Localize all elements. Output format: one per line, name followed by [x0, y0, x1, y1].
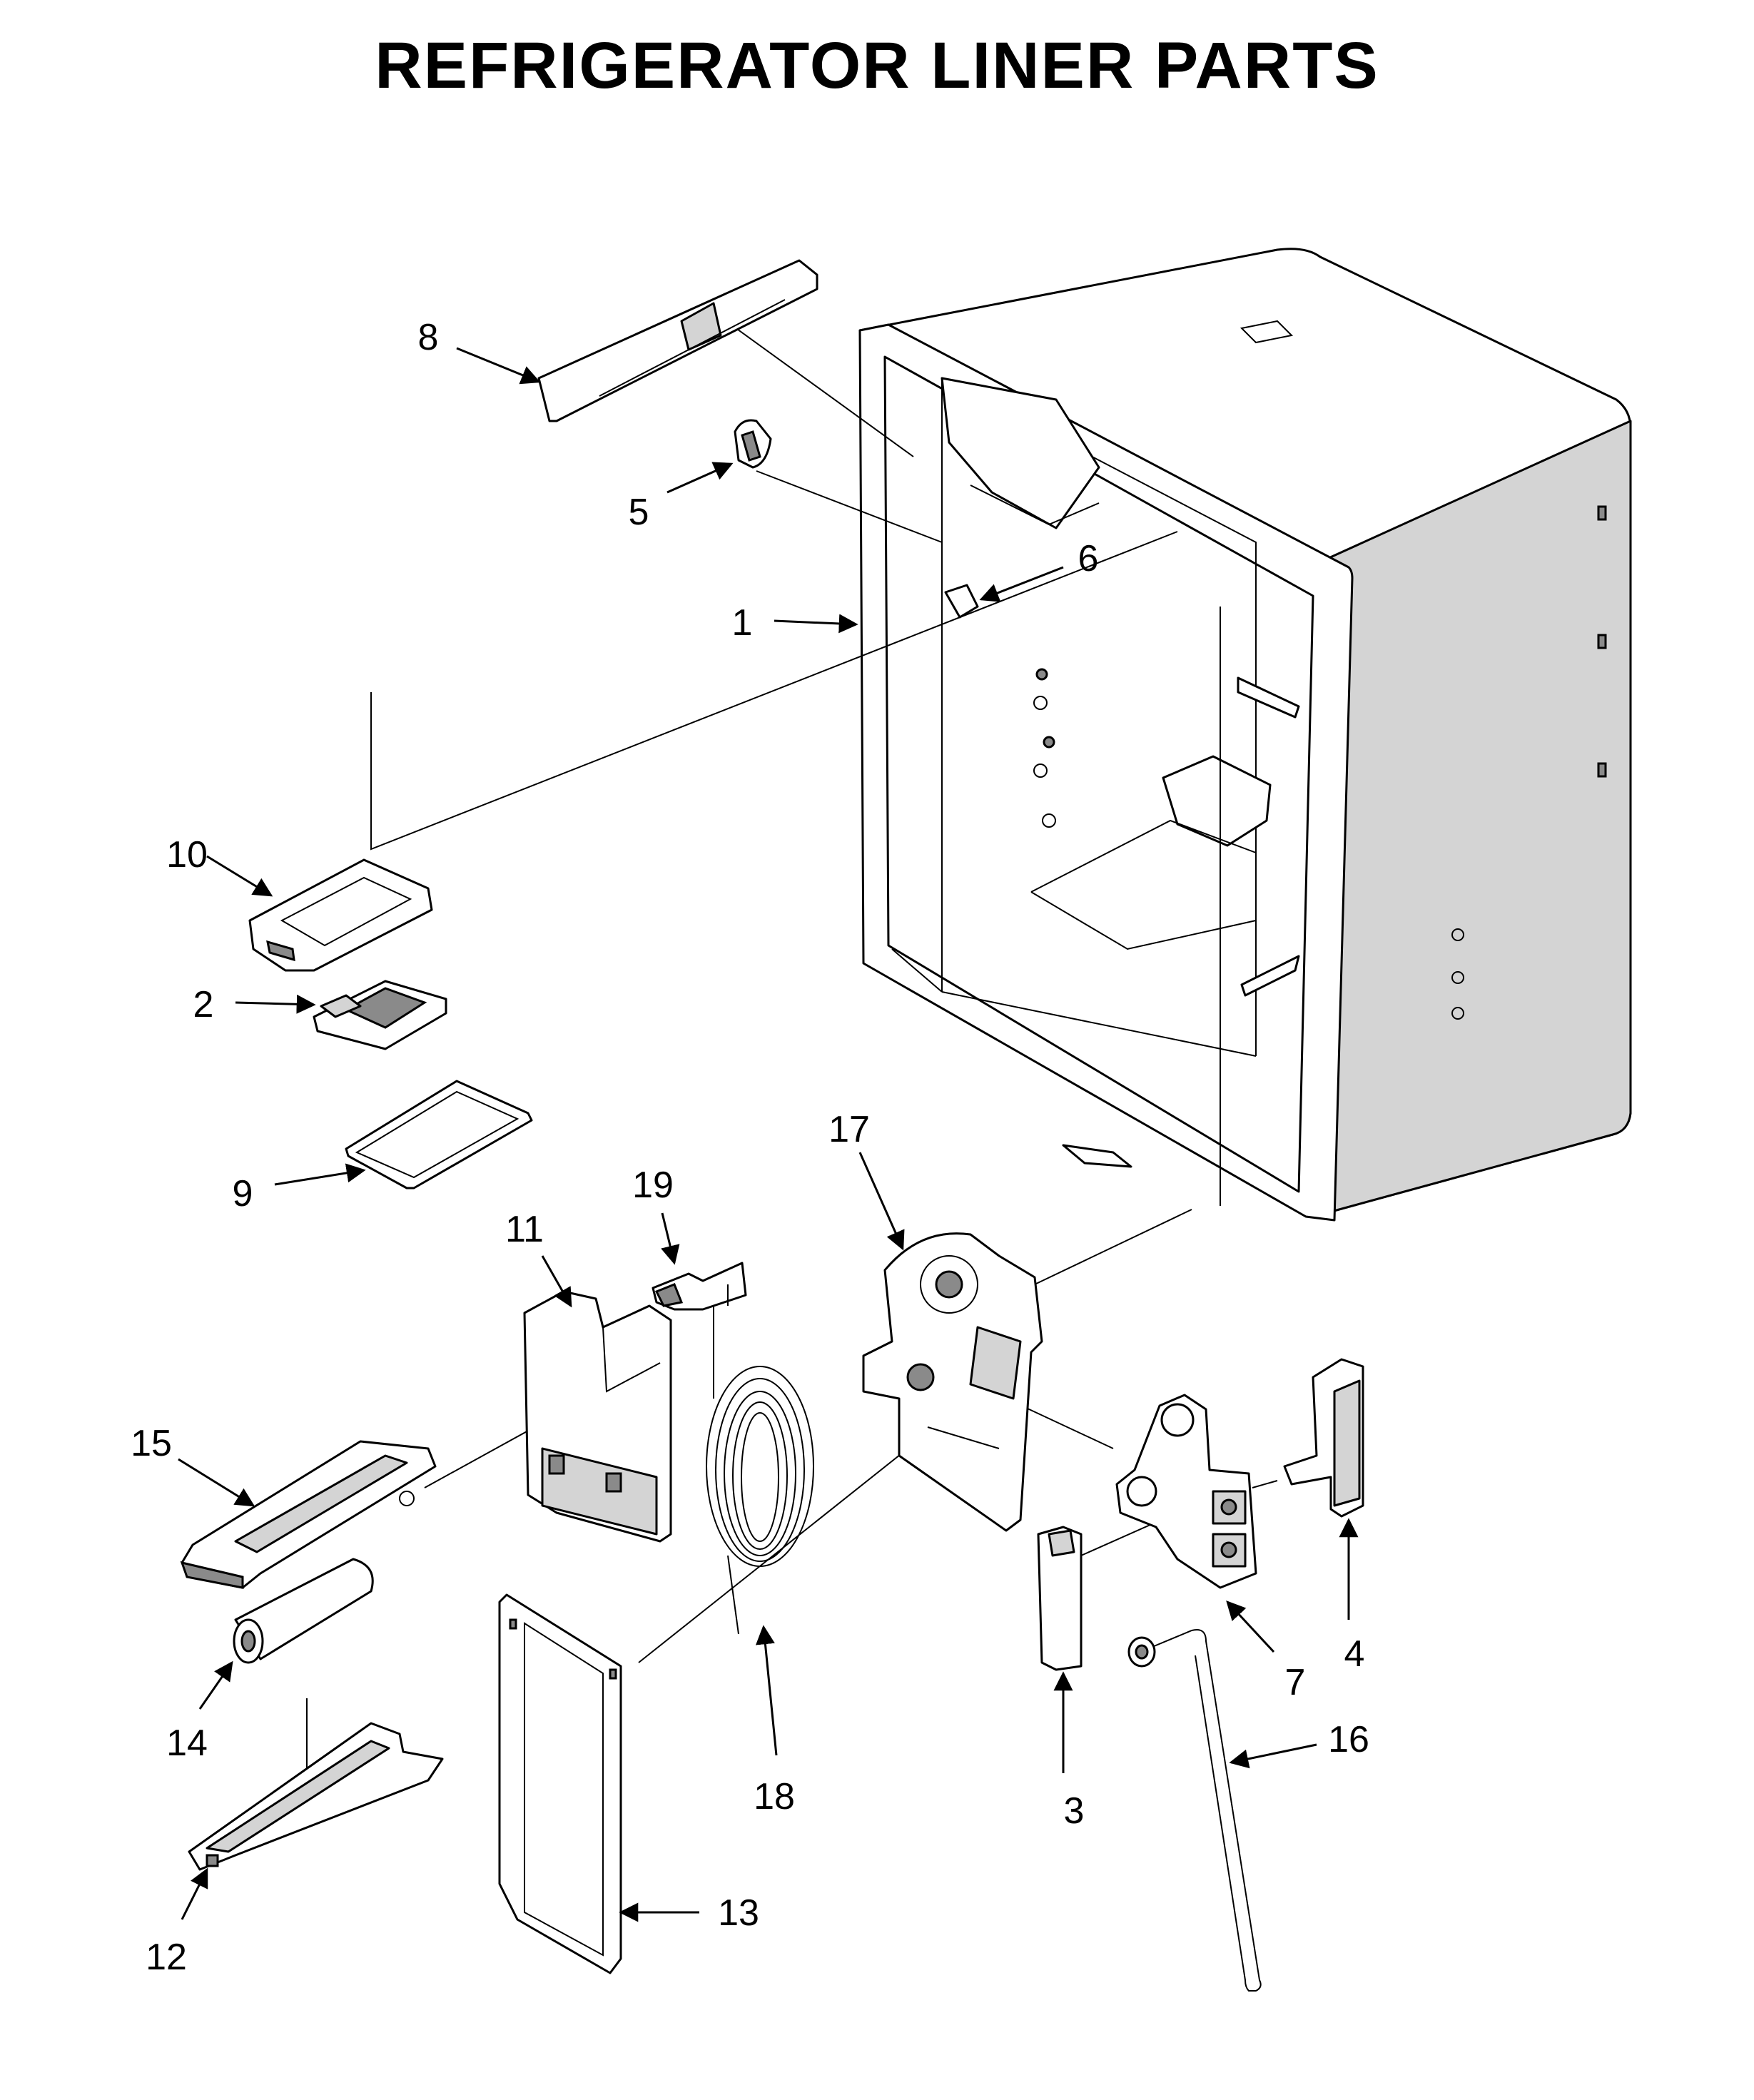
- callout-9: 9: [233, 1173, 253, 1214]
- clip-part-6[interactable]: [944, 584, 979, 619]
- filter-head-part-15[interactable]: [180, 1440, 437, 1589]
- filter-part-2[interactable]: [313, 980, 447, 1050]
- callout-13: 13: [718, 1892, 759, 1934]
- callout-17: 17: [828, 1109, 870, 1150]
- callout-3: 3: [1064, 1790, 1085, 1832]
- callout-1: 1: [732, 602, 753, 644]
- callout-labels: 8 5 6 1 10 2 9 11 19 17 15 14 12 13 18 3…: [131, 317, 1369, 1978]
- water-tube-part-16[interactable]: [1127, 1629, 1262, 1992]
- bracket-part-17[interactable]: [862, 1232, 1043, 1532]
- bracket-bar-part-3[interactable]: [1037, 1526, 1083, 1671]
- knob-part-5[interactable]: [734, 419, 772, 469]
- panel-part-13[interactable]: [498, 1593, 622, 1974]
- callout-8: 8: [418, 317, 439, 358]
- callout-7: 7: [1285, 1662, 1306, 1703]
- cover-plate-part-9[interactable]: [345, 1080, 533, 1190]
- callout-11: 11: [505, 1209, 544, 1250]
- callout-10: 10: [166, 834, 208, 876]
- callout-6: 6: [1078, 538, 1099, 579]
- chute-housing-part-11[interactable]: [523, 1290, 672, 1543]
- callout-arrows: [178, 347, 1359, 1922]
- callout-18: 18: [754, 1776, 795, 1817]
- filter-base-part-12[interactable]: [188, 1722, 444, 1871]
- callout-12: 12: [146, 1937, 187, 1978]
- trim-part-8[interactable]: [537, 259, 818, 422]
- water-filter-part-14[interactable]: [233, 1558, 374, 1664]
- water-tubing-part-18[interactable]: [706, 1306, 814, 1635]
- liner-part-1[interactable]: [858, 248, 1632, 1222]
- callout-15: 15: [131, 1423, 172, 1464]
- callout-19: 19: [632, 1165, 674, 1206]
- callout-4: 4: [1344, 1633, 1365, 1675]
- water-valve-part-7[interactable]: [1115, 1394, 1257, 1589]
- callout-5: 5: [629, 492, 649, 533]
- page-title: REFRIGERATOR LINER PARTS: [375, 29, 1379, 102]
- sensor-part-19[interactable]: [652, 1262, 747, 1311]
- filter-frame-part-10[interactable]: [248, 858, 433, 972]
- callout-16: 16: [1328, 1719, 1369, 1760]
- callout-14: 14: [166, 1723, 208, 1764]
- callout-2: 2: [193, 984, 214, 1025]
- shroud-part-4[interactable]: [1283, 1358, 1364, 1518]
